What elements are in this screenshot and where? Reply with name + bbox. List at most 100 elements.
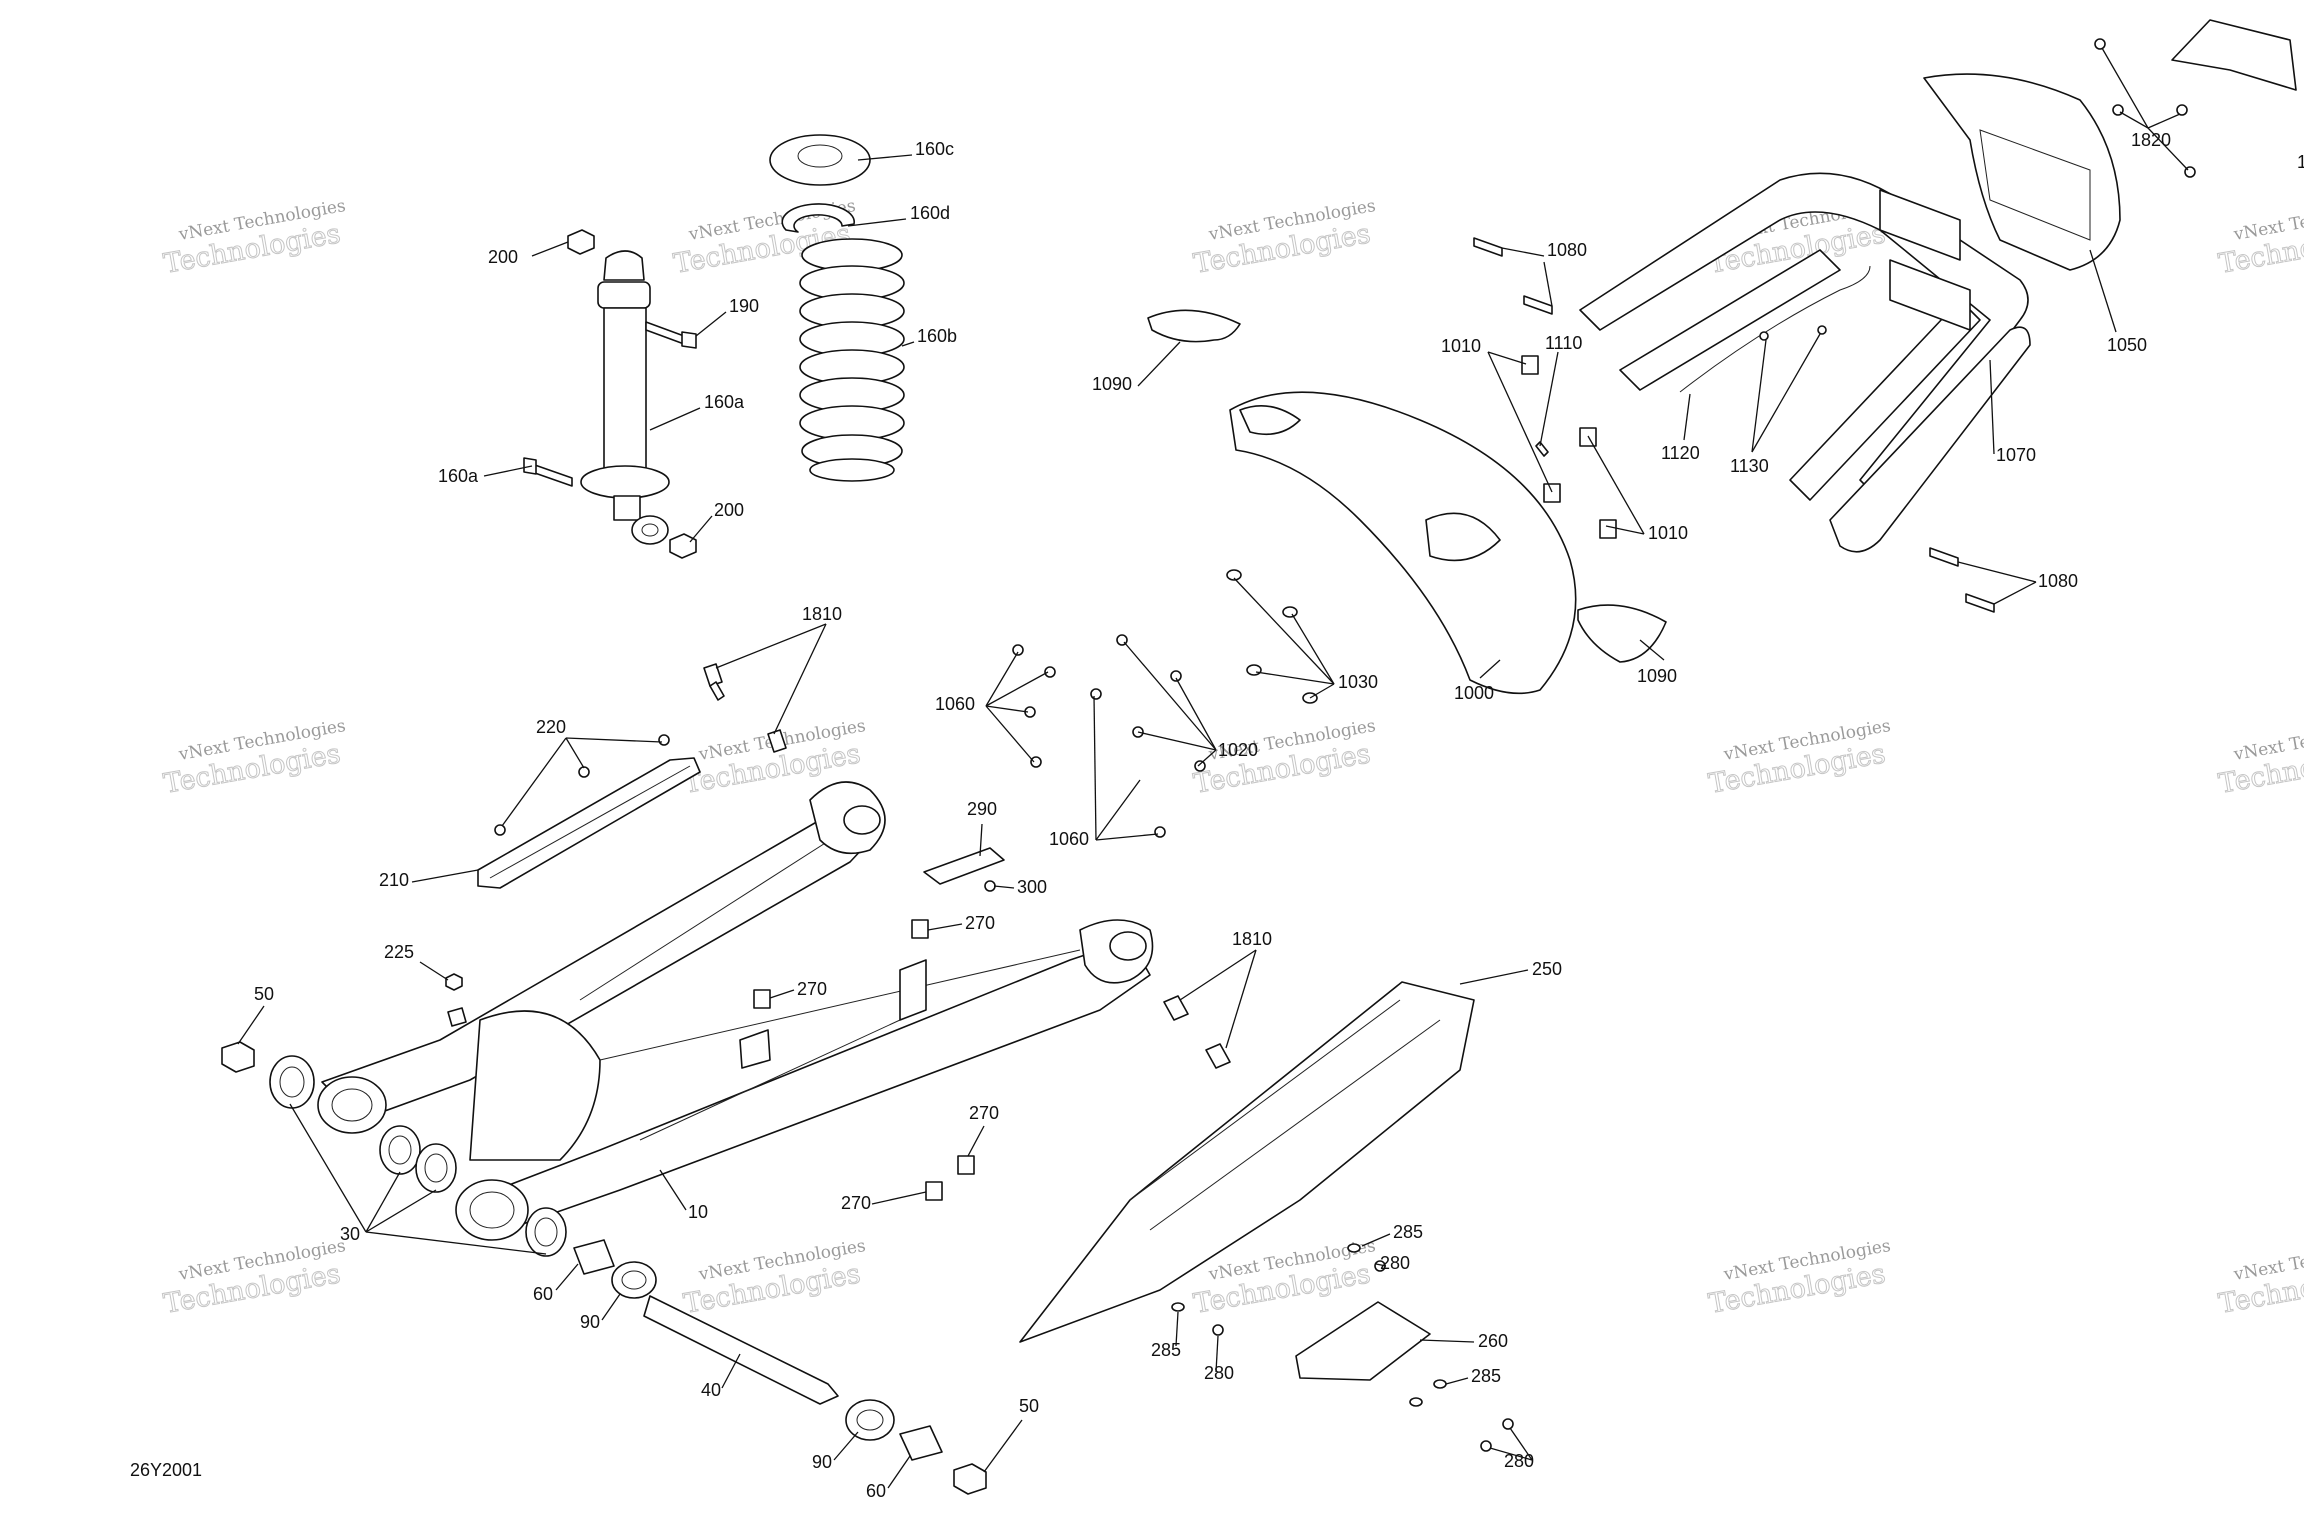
shock-collar	[580, 465, 670, 499]
screw-280	[1502, 1418, 1514, 1430]
callout-c1010b: 1010	[1648, 523, 1688, 543]
shock-absorber-assembly	[523, 134, 905, 559]
spring-seat-upper	[769, 134, 871, 186]
bolt-190-shank	[645, 321, 685, 345]
cage-nut-270	[957, 1155, 975, 1175]
figure-code: 26Y2001	[130, 1460, 202, 1480]
callout-c210: 210	[379, 870, 409, 890]
callout-c200a: 200	[488, 247, 518, 267]
clip-290	[923, 847, 1005, 885]
callout-c1120: 1120	[1661, 443, 1700, 463]
callout-c190: 190	[729, 296, 759, 316]
callout-c225: 225	[384, 942, 414, 962]
shock-bottom-eye	[631, 515, 669, 545]
callout-c60a: 60	[533, 1284, 553, 1304]
pivot-nut-50-upper	[221, 1041, 255, 1073]
callout-c280a: 280	[1380, 1253, 1410, 1273]
clip-1130	[1817, 325, 1827, 335]
callout-labels: 160c160d160b160a160a20019020010901080101…	[254, 130, 2304, 1501]
screw-1060	[1044, 666, 1056, 678]
callout-c290: 290	[967, 799, 997, 819]
callout-c50a: 50	[254, 984, 274, 1004]
bolt-190-head	[681, 331, 697, 349]
callout-c300: 300	[1017, 877, 1047, 897]
callout-c1020: 1020	[1218, 740, 1258, 760]
bolt-1810-lower	[1205, 1043, 1231, 1069]
bushing-90-lower	[845, 1399, 895, 1441]
spring-retainer	[781, 203, 856, 233]
subframe-lower-rail-2	[1789, 299, 1981, 501]
callout-c1080b: 1080	[2038, 571, 2078, 591]
bolt-1810-lower	[1163, 995, 1189, 1021]
callout-c285a: 285	[1393, 1222, 1423, 1242]
gasket-1090-lower	[1577, 604, 1667, 663]
bolt-1080	[1523, 295, 1553, 315]
callout-c270d: 270	[841, 1193, 871, 1213]
cage-nut-1010	[1543, 483, 1561, 503]
spacer-60-upper	[573, 1239, 615, 1275]
callout-c280b: 280	[1204, 1363, 1234, 1383]
callout-c60b: 60	[866, 1481, 886, 1501]
washer-285	[1433, 1379, 1447, 1389]
washer-1030	[1246, 664, 1262, 676]
swingarm-axle-hole-upper	[843, 805, 881, 835]
spring-seat-hole	[797, 144, 843, 168]
callout-c285b: 285	[1151, 1340, 1181, 1360]
subframe-bracket	[1879, 189, 1961, 261]
screw-280	[1480, 1440, 1492, 1452]
bolt-1080	[1965, 593, 1995, 613]
swingarm-bracket	[899, 959, 927, 1021]
washer-1030	[1226, 569, 1242, 581]
cage-nut-270	[753, 989, 771, 1009]
subframe-bracket	[1889, 259, 1971, 331]
pivot-housing-upper	[317, 1076, 387, 1134]
washer-1030	[1282, 606, 1298, 618]
callout-c1810a: 1810	[802, 604, 842, 624]
license-bracket-partial	[2171, 19, 2297, 91]
callout-c1090a: 1090	[1092, 374, 1132, 394]
clip-1130	[1759, 331, 1769, 341]
swingarm-rib	[579, 839, 831, 1001]
callout-c1050: 1050	[2107, 335, 2147, 355]
swingarm-cross-brace	[469, 1010, 601, 1161]
screw-220	[578, 766, 590, 778]
callout-c285c: 285	[1471, 1366, 1501, 1386]
lower-guard-260	[1295, 1301, 1431, 1381]
pivot-bearings	[269, 1055, 567, 1257]
callout-c250: 250	[1532, 959, 1562, 979]
screw-220	[658, 734, 670, 746]
washer-285	[1171, 1302, 1185, 1312]
chain-guard-250	[1019, 981, 1475, 1343]
nut-200-lower	[669, 533, 697, 559]
callout-c1060a: 1060	[935, 694, 975, 714]
screw-1060	[1030, 756, 1042, 768]
callout-c1090b: 1090	[1637, 666, 1677, 686]
callout-c1810b: 1810	[1232, 929, 1272, 949]
callout-c270a: 270	[965, 913, 995, 933]
callout-c1010a: 1010	[1441, 336, 1481, 356]
cage-nut-270	[911, 919, 929, 939]
screw-220	[494, 824, 506, 836]
shock-cap	[597, 281, 651, 309]
bolt-1080	[1929, 547, 1959, 567]
spacer-60-lower	[899, 1425, 943, 1461]
screw-1020	[1194, 760, 1206, 772]
bushing-90-upper	[611, 1261, 657, 1299]
heat-shield-vent	[1425, 512, 1501, 562]
screw-1820	[2094, 38, 2106, 50]
callout-c1110: 1110	[1545, 333, 1582, 353]
screw-1060	[1012, 644, 1024, 656]
callout-c1060b: 1060	[1049, 829, 1089, 849]
callout-c220: 220	[536, 717, 566, 737]
callout-c1030: 1030	[1338, 672, 1378, 692]
harness-1120	[1679, 265, 1871, 393]
chain-guard-edge	[1149, 1019, 1441, 1231]
callout-c270b: 270	[797, 979, 827, 999]
screw-280	[1212, 1324, 1224, 1336]
swingarm-tab	[447, 1007, 467, 1027]
subframe-lower-rail	[1829, 326, 2031, 553]
shock-cylinder	[603, 307, 647, 477]
leader-lines	[237, 47, 2189, 1489]
callout-c160c: 160c	[915, 139, 954, 159]
